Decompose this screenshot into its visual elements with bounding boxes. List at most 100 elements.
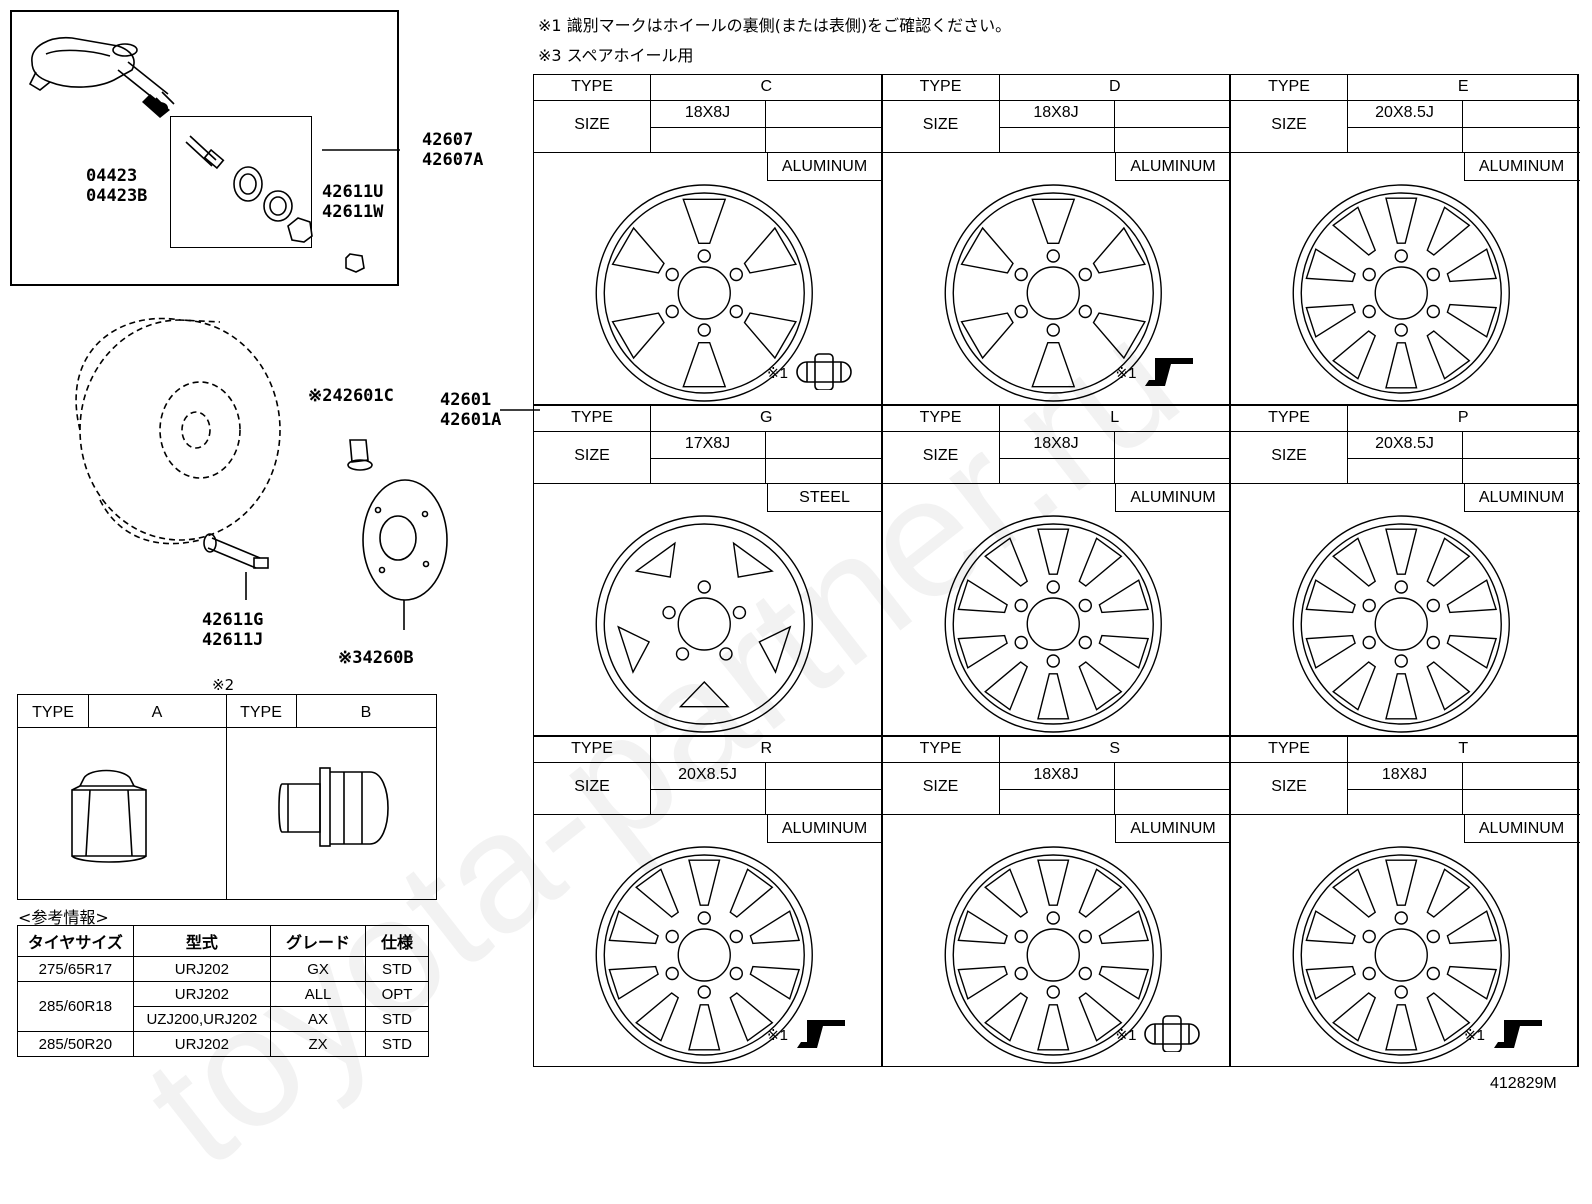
ref-cell: 285/50R20 <box>17 1031 134 1057</box>
size-value: 18X8J <box>684 104 731 121</box>
identification-mark-note: ※1 <box>1115 365 1137 382</box>
ref-cell: STD <box>365 1031 429 1057</box>
type-col-divider <box>650 406 651 484</box>
nut-table-header-row <box>17 694 437 728</box>
valve-kit-box <box>170 116 312 248</box>
nut-table-col-divider <box>226 694 227 900</box>
part-42601c: ※242601C <box>308 386 394 406</box>
nut-type-b: B <box>360 704 372 721</box>
part-42601a: 42601A <box>440 410 502 430</box>
type-label: TYPE <box>919 740 962 757</box>
wheel-drawing-c <box>595 184 813 402</box>
size-label: SIZE <box>574 778 610 795</box>
type-row <box>1231 737 1580 763</box>
size-row <box>1231 763 1580 815</box>
part-42601: 42601 <box>440 390 492 410</box>
wheel-drawing-p <box>1292 515 1510 733</box>
nut-type-b-drawing <box>278 767 389 847</box>
size-row <box>1231 432 1580 484</box>
tpms-sensor-drawing <box>28 37 400 273</box>
type-col-divider <box>650 737 651 815</box>
wheel-panel-g: TYPE G SIZE 17X8J STEEL <box>533 405 883 736</box>
diagram-id: 412829M <box>1490 1075 1557 1092</box>
size-value: 18X8J <box>1033 766 1079 783</box>
material-box <box>1463 153 1580 181</box>
stud-mark-icon <box>796 1020 845 1048</box>
ref-cell: URJ202 <box>132 956 272 982</box>
type-label: TYPE <box>1268 740 1310 757</box>
wheel-panel-c: TYPE C SIZE 18X8J ALUMINUM ※1 <box>533 74 883 405</box>
size-sub-divider <box>650 127 883 128</box>
wheel-panel-s: TYPE S SIZE 18X8J ALUMINUM ※1 <box>881 736 1231 1067</box>
note-identification-mark: ※1 識別マークはホイールの裏側(または表側)をご確認ください。 <box>538 16 1012 35</box>
identification-mark-note: ※1 <box>767 1027 788 1044</box>
ref-cell: OPT <box>365 981 429 1007</box>
size-sub-divider <box>998 789 1231 790</box>
wheel-panel-l: TYPE L SIZE 18X8J ALUMINUM <box>881 405 1231 736</box>
wheel-panel-d: TYPE D SIZE 18X8J ALUMINUM ※1 <box>881 74 1231 405</box>
reference-table: タイヤサイズ 型式 グレード 仕様 275/65R17 URJ202 GX ST… <box>17 925 429 1057</box>
ref-cell: ALL <box>270 981 367 1007</box>
identification-mark-note: ※1 <box>767 365 788 382</box>
nut-type-a-drawing <box>71 769 147 863</box>
size-row <box>534 432 883 484</box>
size-value: 18X8J <box>1033 104 1079 121</box>
size-sub-divider <box>998 458 1231 459</box>
valve-mark-icon <box>1144 1015 1200 1052</box>
nut-table-caption: ※2 <box>212 676 235 694</box>
note-spare-wheel: ※3 スペアホイール用 <box>538 46 694 65</box>
stud-mark-icon <box>1493 1020 1542 1048</box>
size-sub-divider <box>650 789 883 790</box>
type-value: E <box>1457 78 1469 95</box>
part-42611j: 42611J <box>202 630 264 650</box>
ref-header-grade: グレード <box>270 925 367 957</box>
ref-cell: STD <box>365 1006 429 1032</box>
type-col-divider <box>998 406 1000 484</box>
size-label: SIZE <box>1271 116 1307 133</box>
size-sub-divider <box>1347 458 1580 459</box>
type-label: TYPE <box>571 78 613 95</box>
type-value: R <box>760 740 773 757</box>
size-row <box>882 432 1231 484</box>
ref-cell: STD <box>365 956 429 982</box>
type-value: P <box>1457 409 1469 426</box>
type-row <box>882 75 1231 101</box>
ref-header-spec: 仕様 <box>365 925 429 957</box>
wheel-panel-t: TYPE T SIZE 18X8J ALUMINUM ※1 <box>1230 736 1580 1067</box>
size-label: SIZE <box>922 778 959 795</box>
material-box <box>766 484 883 512</box>
size-value: 18X8J <box>1033 435 1079 452</box>
wheel-drawing-d <box>944 184 1162 402</box>
size-label: SIZE <box>1271 447 1307 464</box>
material-box <box>1115 484 1231 512</box>
material-value: ALUMINUM <box>1130 158 1216 175</box>
material-value: ALUMINUM <box>1130 820 1216 837</box>
size-sub-divider <box>998 127 1231 128</box>
part-42607a: 42607A <box>422 150 484 170</box>
type-value: D <box>1108 78 1121 95</box>
ref-cell: 275/65R17 <box>17 956 134 982</box>
type-col-divider <box>650 75 651 153</box>
type-label: TYPE <box>919 409 962 426</box>
wheel-drawing-e <box>1292 184 1510 402</box>
part-42611w: 42611W <box>322 202 384 222</box>
ref-cell: GX <box>270 956 367 982</box>
type-row <box>534 737 883 763</box>
identification-mark-note: ※1 <box>1464 1027 1485 1044</box>
size-sub-divider <box>650 458 883 459</box>
type-value: G <box>760 409 773 426</box>
part-42611u: 42611U <box>322 182 384 202</box>
type-row <box>534 406 883 432</box>
size-value: 20X8.5J <box>1375 435 1434 452</box>
ref-header-model: 型式 <box>132 925 272 957</box>
tpms-sensor-box <box>10 10 399 286</box>
material-box <box>766 815 883 843</box>
material-value: ALUMINUM <box>1478 158 1565 175</box>
size-value: 18X8J <box>1381 766 1428 783</box>
nut-type-label-a: TYPE <box>32 704 74 721</box>
identification-mark-note: ※1 <box>1115 1027 1137 1044</box>
wheel-drawing-s <box>944 846 1162 1064</box>
size-value: 17X8J <box>684 435 731 452</box>
size-label: SIZE <box>574 116 610 133</box>
type-value: T <box>1458 740 1469 757</box>
